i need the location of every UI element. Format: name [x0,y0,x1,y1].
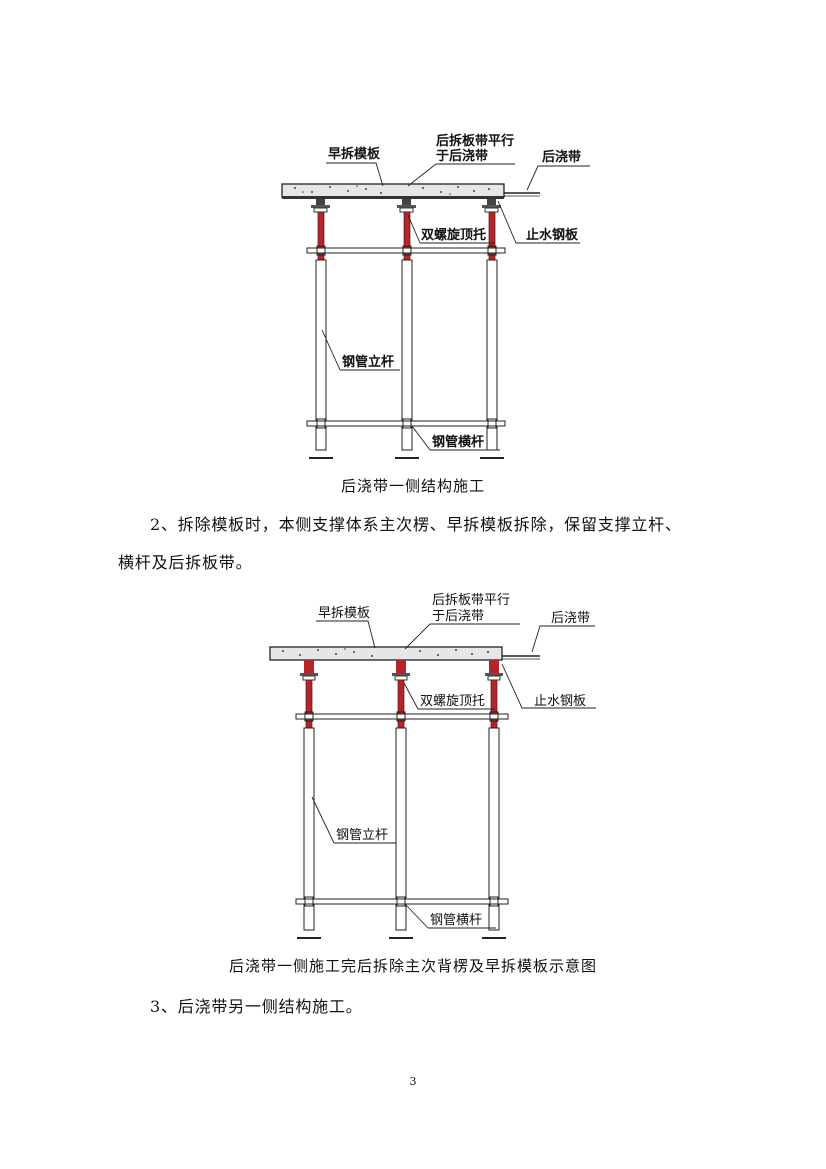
label-steel-pipe-post: 钢管立杆 [336,828,388,843]
label-steel-pipe-beam: 钢管横杆 [430,913,482,928]
figure-1-diagram: 早拆模板 后拆板带平行 于后浇带 后浇带 双螺旋顶托 止水钢板 钢管立杆 钢管横… [281,133,590,459]
steel-post-left [297,660,321,939]
steel-post-right [482,660,506,939]
label-strip-band-line1: 后拆板带平行 [436,133,514,149]
label-early-formwork: 早拆模板 [318,606,370,621]
post-pour-strip-plate [504,192,540,197]
paragraph-3: 3、后浇带另一侧结构施工。 [150,997,363,1016]
leader-lines [311,620,596,929]
paragraph-2-line2: 横杆及后拆板带。 [118,553,253,572]
label-double-screw-jack: 双螺旋顶托 [420,694,485,709]
label-steel-pipe-beam: 钢管横杆 [432,434,484,450]
horizontal-beam-lower [306,418,506,429]
label-strip-band-line2: 于后浇带 [432,609,484,624]
slab [281,183,505,199]
label-waterstop-plate: 止水钢板 [534,694,586,709]
paragraph-2: 2、拆除模板时，本侧支撑体系主次楞、早拆模板拆除，保留支撑立杆、 [118,506,718,544]
figure-2-diagram: 早拆模板 后拆板带平行 于后浇带 后浇带 双螺旋顶托 止水钢板 钢管立杆 钢管横… [269,593,596,939]
label-strip-band-line1: 后拆板带平行 [432,593,510,608]
label-steel-pipe-post: 钢管立杆 [342,354,394,370]
steel-post-right [480,199,504,459]
paragraph-2-line1: 2、拆除模板时，本侧支撑体系主次楞、早拆模板拆除，保留支撑立杆、 [150,515,682,534]
paragraph-2-cont: 横杆及后拆板带。 [118,544,718,582]
label-post-pour-strip: 后浇带 [551,611,590,626]
label-waterstop-plate: 止水钢板 [526,227,579,243]
figure-2-caption: 后浇带一侧施工完后拆除主次背楞及早拆模板示意图 [228,957,597,975]
label-early-formwork: 早拆模板 [328,146,381,162]
figure-1-caption: 后浇带一侧结构施工 [340,477,485,495]
steel-post-left [309,199,333,459]
label-strip-band-line2: 于后浇带 [436,148,488,164]
leader-lines [321,162,590,451]
post-pour-strip-plate [502,655,540,660]
horizontal-beam-upper [295,711,509,722]
label-double-screw-jack: 双螺旋顶托 [421,227,486,243]
horizontal-beam-lower [295,896,509,907]
horizontal-beam-upper [306,245,506,256]
steel-post-middle [395,199,419,459]
slab [269,646,503,661]
label-post-pour-strip: 后浇带 [542,149,581,165]
page-number: 3 [409,1075,417,1088]
steel-post-middle [389,660,413,939]
